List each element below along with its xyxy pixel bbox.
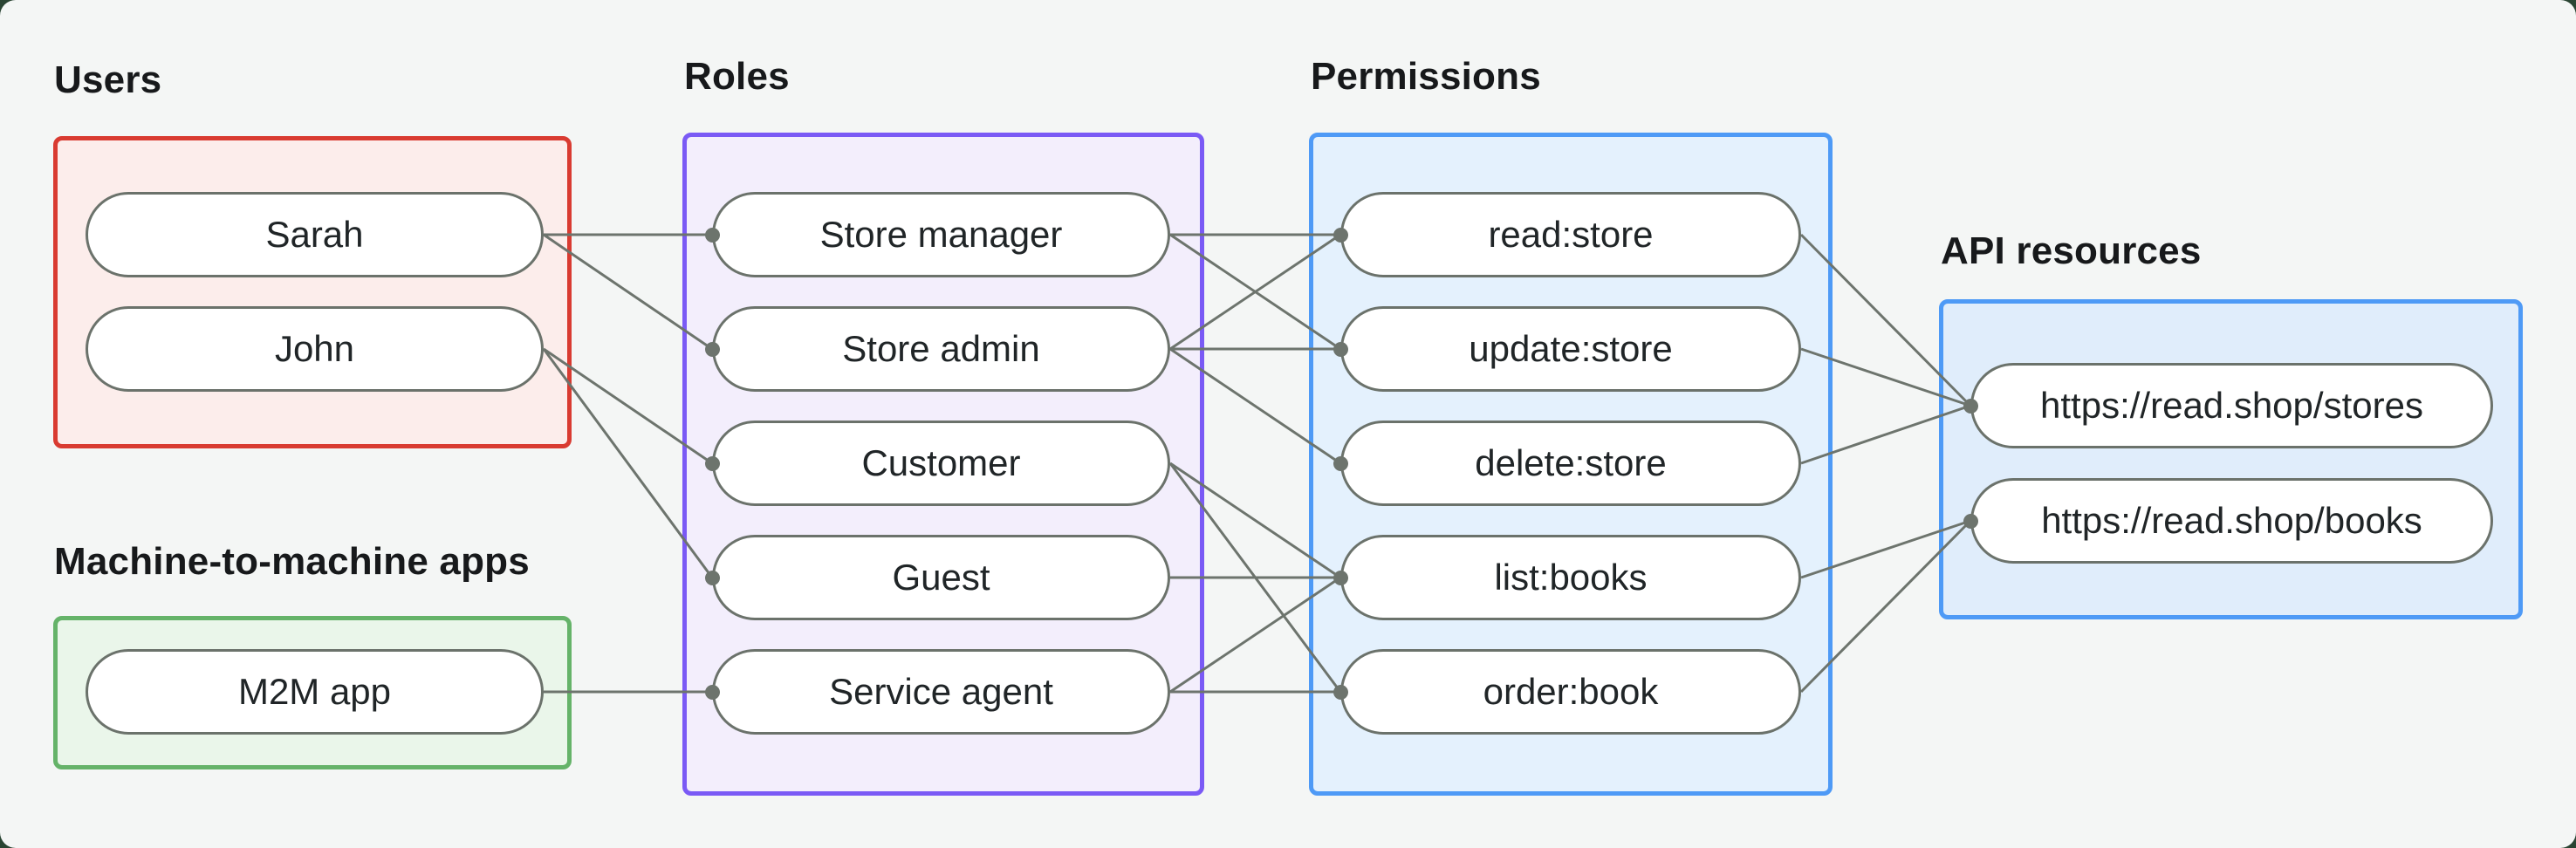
machine-to-machine-label: Machine-to-machine apps xyxy=(54,540,530,583)
node-pill-m2m-app: M2M app xyxy=(86,649,544,735)
connector-dot-order-book xyxy=(1333,684,1348,700)
node-pill-label: Customer xyxy=(861,442,1021,483)
node-pill-label: list:books xyxy=(1494,557,1648,598)
connector-dot-store-manager xyxy=(704,227,720,243)
node-pill-label: Store manager xyxy=(819,214,1063,255)
node-pill-label: Sarah xyxy=(265,214,364,255)
node-pill-john: John xyxy=(86,306,544,392)
node-pill-store-manager: Store manager xyxy=(712,192,1170,277)
node-pill-label: order:book xyxy=(1483,671,1659,712)
node-pill-service-agent: Service agent xyxy=(712,649,1170,735)
connector-dot-list-books xyxy=(1333,570,1348,585)
node-pill-label: Service agent xyxy=(829,671,1053,712)
connector-dot-service-agent xyxy=(704,684,720,700)
node-pill-label: https://read.shop/books xyxy=(2041,500,2422,541)
node-pill-books: https://read.shop/books xyxy=(1970,478,2493,564)
node-pill-read-store: read:store xyxy=(1340,192,1801,277)
roles-label: Roles xyxy=(684,55,790,98)
node-pill-label: update:store xyxy=(1469,328,1673,369)
node-pill-label: Guest xyxy=(892,557,990,598)
node-pill-label: Store admin xyxy=(842,328,1040,369)
connector-dot-read-store xyxy=(1333,227,1348,243)
connector-dot-customer xyxy=(704,455,720,471)
node-pill-label: read:store xyxy=(1488,214,1654,255)
connector-dot-stores xyxy=(1963,398,1978,414)
api-resources-box xyxy=(1939,299,2523,619)
api-resources-label: API resources xyxy=(1941,229,2202,272)
node-pill-label: John xyxy=(274,328,355,369)
node-pill-label: delete:store xyxy=(1475,442,1667,483)
node-pill-stores: https://read.shop/stores xyxy=(1970,363,2493,448)
node-pill-sarah: Sarah xyxy=(86,192,544,277)
permissions-label: Permissions xyxy=(1311,55,1541,98)
node-pill-guest: Guest xyxy=(712,535,1170,620)
node-pill-label: M2M app xyxy=(237,671,392,712)
connector-dot-store-admin xyxy=(704,341,720,357)
node-pill-order-book: order:book xyxy=(1340,649,1801,735)
node-pill-label: https://read.shop/stores xyxy=(2040,385,2423,426)
users-label: Users xyxy=(54,58,162,101)
node-pill-update-store: update:store xyxy=(1340,306,1801,392)
connector-dot-books xyxy=(1963,513,1978,529)
node-pill-customer: Customer xyxy=(712,421,1170,506)
connector-dot-guest xyxy=(704,570,720,585)
node-pill-store-admin: Store admin xyxy=(712,306,1170,392)
connector-dot-delete-store xyxy=(1333,455,1348,471)
connector-dot-update-store xyxy=(1333,341,1348,357)
users-box xyxy=(53,136,572,448)
node-pill-list-books: list:books xyxy=(1340,535,1801,620)
node-pill-delete-store: delete:store xyxy=(1340,421,1801,506)
